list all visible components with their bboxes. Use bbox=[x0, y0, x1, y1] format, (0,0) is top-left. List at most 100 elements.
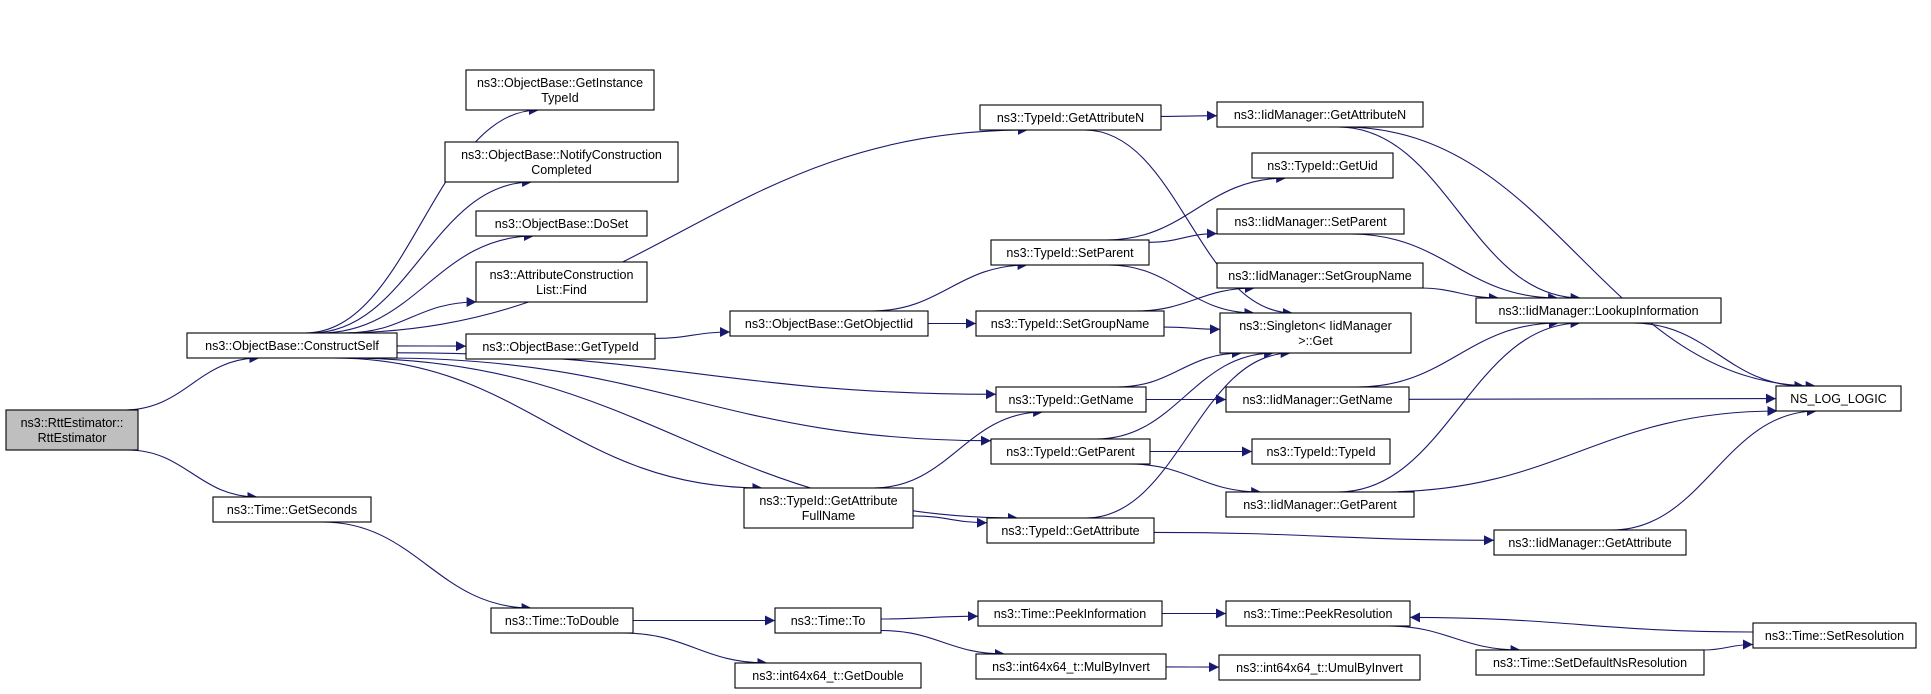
node-rtt[interactable]: ns3::RttEstimator::RttEstimator bbox=[5, 409, 139, 451]
node-label: ns3::IidManager::GetName bbox=[1242, 393, 1392, 407]
node-iid_setparent[interactable]: ns3::IidManager::SetParent bbox=[1216, 208, 1405, 235]
edge-construct-to-getinst bbox=[305, 105, 540, 334]
node-box bbox=[1216, 101, 1424, 128]
edge-getattrfull-to-getname bbox=[873, 407, 1044, 489]
node-box bbox=[1493, 529, 1687, 556]
node-label: TypeId bbox=[541, 91, 579, 105]
edge-timeto-to-peekinfo bbox=[880, 611, 979, 622]
node-label: ns3::ObjectBase::GetObjectIid bbox=[745, 317, 913, 331]
node-label: ns3::Time::PeekInformation bbox=[994, 607, 1146, 621]
edge-iid_getparent-to-lookup bbox=[1337, 318, 1581, 493]
edge-construct-to-getattrfull bbox=[333, 357, 763, 493]
node-getseconds[interactable]: ns3::Time::GetSeconds bbox=[212, 496, 372, 523]
node-umulbyinv[interactable]: ns3::int64x64_t::UmulByInvert bbox=[1218, 654, 1421, 681]
node-label: ns3::IidManager::SetGroupName bbox=[1228, 269, 1411, 283]
node-peekres[interactable]: ns3::Time::PeekResolution bbox=[1225, 600, 1411, 627]
edge-getattr-to-iid_getattr bbox=[1153, 531, 1495, 546]
edge-construct-to-acfind bbox=[345, 297, 477, 334]
node-setres[interactable]: ns3::Time::SetResolution bbox=[1752, 622, 1917, 649]
node-notify[interactable]: ns3::ObjectBase::NotifyConstructionCompl… bbox=[444, 141, 679, 183]
node-box bbox=[734, 662, 922, 689]
node-box bbox=[444, 141, 679, 183]
edge-setgroup-to-iid_setgroup bbox=[1135, 283, 1255, 312]
edge-iid_getattrn-to-nslog bbox=[1342, 126, 1816, 391]
node-box bbox=[1251, 438, 1391, 465]
edge-iid_getname-to-lookup bbox=[1356, 318, 1560, 388]
edge-iid_setparent-to-lookup bbox=[1350, 233, 1559, 303]
edge-iid_getattrn-to-lookup bbox=[1337, 126, 1581, 303]
node-setdefault[interactable]: ns3::Time::SetDefaultNsResolution bbox=[1475, 649, 1705, 676]
node-box bbox=[774, 607, 882, 634]
node-getuid[interactable]: ns3::TypeId::GetUid bbox=[1251, 152, 1394, 179]
node-iid_getparent[interactable]: ns3::IidManager::GetParent bbox=[1225, 491, 1415, 518]
edge-getattrfull-to-getattr bbox=[912, 515, 988, 528]
node-label: FullName bbox=[802, 509, 856, 523]
edge-setgroup-to-singleton bbox=[1163, 324, 1221, 335]
edge-rtt-to-getseconds bbox=[127, 449, 258, 502]
nodes-layer: ns3::RttEstimator::RttEstimator ns3::Obje… bbox=[5, 69, 1917, 689]
node-todouble[interactable]: ns3::Time::ToDouble bbox=[490, 607, 634, 634]
node-label: ns3::RttEstimator:: bbox=[21, 416, 124, 430]
node-label: Completed bbox=[531, 163, 591, 177]
edge-todouble-to-getdouble bbox=[622, 632, 768, 668]
edge-getattr-to-singleton bbox=[1085, 348, 1291, 519]
node-box bbox=[475, 210, 648, 237]
node-label: ns3::ObjectBase::ConstructSelf bbox=[205, 339, 379, 353]
edge-setparent-to-iid_setparent bbox=[1148, 228, 1218, 243]
node-mulbyinv[interactable]: ns3::int64x64_t::MulByInvert bbox=[975, 653, 1167, 680]
edge-getname-to-singleton bbox=[1116, 348, 1243, 388]
node-iid_getattr[interactable]: ns3::IidManager::GetAttribute bbox=[1493, 529, 1687, 556]
node-box bbox=[1775, 385, 1902, 412]
node-doset[interactable]: ns3::ObjectBase::DoSet bbox=[475, 210, 648, 237]
edge-lookup-to-nslog bbox=[1632, 322, 1805, 391]
node-label: ns3::int64x64_t::UmulByInvert bbox=[1236, 661, 1403, 675]
edge-setparent-to-getuid bbox=[1106, 173, 1287, 241]
node-getname[interactable]: ns3::TypeId::GetName bbox=[995, 386, 1147, 413]
edge-construct-to-getattrn bbox=[334, 125, 1028, 334]
node-getattr[interactable]: ns3::TypeId::GetAttribute bbox=[986, 517, 1155, 544]
edge-setdefault-to-setres bbox=[1703, 639, 1754, 651]
node-setparent[interactable]: ns3::TypeId::SetParent bbox=[990, 239, 1150, 266]
node-timeto[interactable]: ns3::Time::To bbox=[774, 607, 882, 634]
node-label: ns3::TypeId::GetName bbox=[1008, 393, 1133, 407]
node-label: NS_LOG_LOGIC bbox=[1790, 392, 1887, 406]
edge-timeto-to-mulbyinv bbox=[880, 629, 1006, 659]
node-nslog[interactable]: NS_LOG_LOGIC bbox=[1775, 385, 1902, 412]
node-peekinfo[interactable]: ns3::Time::PeekInformation bbox=[977, 600, 1163, 627]
edge-getseconds-to-todouble bbox=[322, 521, 532, 613]
node-iid_getattrn[interactable]: ns3::IidManager::GetAttributeN bbox=[1216, 101, 1424, 128]
node-getattrn[interactable]: ns3::TypeId::GetAttributeN bbox=[979, 104, 1162, 131]
node-label: ns3::TypeId::GetAttribute bbox=[759, 494, 897, 508]
node-label: ns3::ObjectBase::DoSet bbox=[495, 217, 629, 231]
node-box bbox=[1251, 152, 1394, 179]
node-box bbox=[995, 386, 1147, 413]
edge-getattrn-to-singleton bbox=[1084, 129, 1293, 318]
edge-iid_getname-to-nslog bbox=[1408, 393, 1777, 404]
node-typeid[interactable]: ns3::TypeId::TypeId bbox=[1251, 438, 1391, 465]
node-getobjiid[interactable]: ns3::ObjectBase::GetObjectIid bbox=[729, 310, 929, 337]
node-box bbox=[990, 239, 1150, 266]
node-gettypeid[interactable]: ns3::ObjectBase::GetTypeId bbox=[465, 333, 656, 360]
node-lookup[interactable]: ns3::IidManager::LookupInformation bbox=[1475, 297, 1722, 324]
node-box bbox=[1216, 208, 1405, 235]
node-box bbox=[986, 517, 1155, 544]
node-label: ns3::TypeId::GetUid bbox=[1267, 159, 1378, 173]
node-getdouble[interactable]: ns3::int64x64_t::GetDouble bbox=[734, 662, 922, 689]
node-singleton[interactable]: ns3::Singleton< IidManager >::Get bbox=[1219, 312, 1412, 354]
node-label: ns3::ObjectBase::GetInstance bbox=[477, 76, 643, 90]
node-iid_setgroup[interactable]: ns3::IidManager::SetGroupName bbox=[1216, 262, 1424, 289]
node-construct[interactable]: ns3::ObjectBase::ConstructSelf bbox=[186, 332, 398, 359]
node-getparent[interactable]: ns3::TypeId::GetParent bbox=[990, 438, 1151, 465]
node-label: ns3::int64x64_t::GetDouble bbox=[752, 669, 904, 683]
node-box bbox=[186, 332, 398, 359]
node-box bbox=[975, 310, 1165, 337]
node-label: RttEstimator bbox=[38, 431, 107, 445]
node-label: ns3::TypeId::TypeId bbox=[1266, 445, 1375, 459]
node-iid_getname[interactable]: ns3::IidManager::GetName bbox=[1225, 386, 1410, 413]
node-label: ns3::IidManager::LookupInformation bbox=[1498, 304, 1698, 318]
node-setgroup[interactable]: ns3::TypeId::SetGroupName bbox=[975, 310, 1165, 337]
